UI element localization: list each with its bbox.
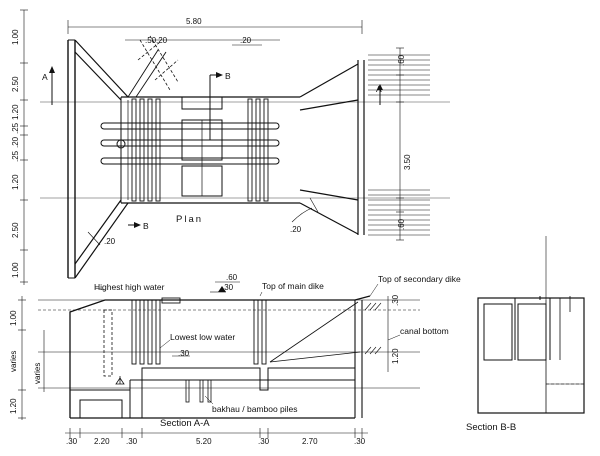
svg-text:2.70: 2.70	[302, 437, 318, 446]
plan-top-dimension: 5.80	[186, 17, 202, 26]
section-dim-120-right: 1.20	[391, 348, 400, 364]
svg-text:.20: .20	[11, 136, 20, 148]
section-aa-view: Highest high water Lowest low water Top …	[9, 273, 461, 446]
svg-text:.25: .25	[11, 122, 20, 134]
plan-dim-060-bottom: .60	[397, 218, 406, 230]
section-marker-a-right: A	[376, 84, 382, 94]
section-pile-columns	[103, 297, 267, 377]
section-dim-060: .60	[226, 273, 238, 282]
svg-text:2.20: 2.20	[94, 437, 110, 446]
svg-text:.30: .30	[258, 437, 270, 446]
pile-group-right	[247, 98, 269, 202]
plan-dim-350: 3.50	[403, 154, 412, 170]
pile-group-left	[131, 98, 161, 202]
label-highest-high-water: Highest high water	[94, 282, 165, 292]
section-dim-030-top: .30	[222, 283, 234, 292]
section-aa-title: Section A-A	[160, 418, 210, 429]
svg-text:1.00: 1.00	[11, 262, 20, 278]
section-bb-view: Section B-B	[466, 236, 585, 433]
svg-text:varies: varies	[9, 351, 18, 372]
svg-text:varies: varies	[33, 363, 42, 384]
label-canal-bottom: canal bottom	[400, 326, 449, 336]
section-dim-030-right: .30	[391, 294, 400, 306]
label-top-main-dike: Top of main dike	[262, 281, 324, 291]
label-bamboo-piles: bakhau / bamboo piles	[212, 404, 298, 414]
svg-text:1.20: 1.20	[9, 398, 18, 414]
plan-dim-020-right-bottom: .20	[290, 225, 302, 234]
plan-title: Plan	[176, 214, 203, 225]
plan-dim-020-left-bottom: .20	[104, 237, 116, 246]
svg-text:.30: .30	[126, 437, 138, 446]
plan-dim-060-top: .60	[397, 54, 406, 66]
section-marker-b-top: B	[225, 71, 231, 81]
svg-text:2.50: 2.50	[11, 76, 20, 92]
section-dim-030-mid: .30	[178, 349, 190, 358]
section-marker-b-bottom: B	[143, 221, 149, 231]
svg-text:1.20: 1.20	[11, 174, 20, 190]
svg-text:1.20: 1.20	[11, 104, 20, 120]
plan-dim-020-right-top: .20	[240, 36, 252, 45]
section-left-dimensions: 1.00 varies varies 1.20	[9, 310, 42, 414]
svg-text:.25: .25	[11, 150, 20, 162]
svg-text:5.20: 5.20	[196, 437, 212, 446]
cross-beams	[100, 122, 280, 165]
svg-text:.30: .30	[66, 437, 78, 446]
plan-left-dimensions: 1.00 2.50 1.20 .25 .20 .25 1.20 2.50 1.0…	[11, 29, 20, 278]
plan-view: 5.80 .50 .20 .20 .60 3.50 .60 .20 .20 Pl…	[11, 9, 450, 285]
bamboo-piles	[185, 379, 212, 403]
svg-text:1.00: 1.00	[9, 310, 18, 326]
label-lowest-low-water: Lowest low water	[170, 332, 235, 342]
section-marker-a-left: A	[42, 72, 48, 82]
dike-hatch-bottom	[368, 189, 430, 236]
svg-text:.30: .30	[354, 437, 366, 446]
svg-text:2.50: 2.50	[11, 222, 20, 238]
plan-dim-020-top: .20	[156, 36, 168, 45]
label-top-secondary-dike: Top of secondary dike	[378, 274, 461, 284]
section-bottom-dimensions: .30 2.20 .30 5.20 .30 2.70 .30	[66, 437, 366, 446]
plan-dim-050: .50	[145, 36, 157, 45]
dike-hatch-top	[368, 54, 430, 96]
section-bb-title: Section B-B	[466, 422, 516, 433]
svg-text:1.00: 1.00	[11, 29, 20, 45]
